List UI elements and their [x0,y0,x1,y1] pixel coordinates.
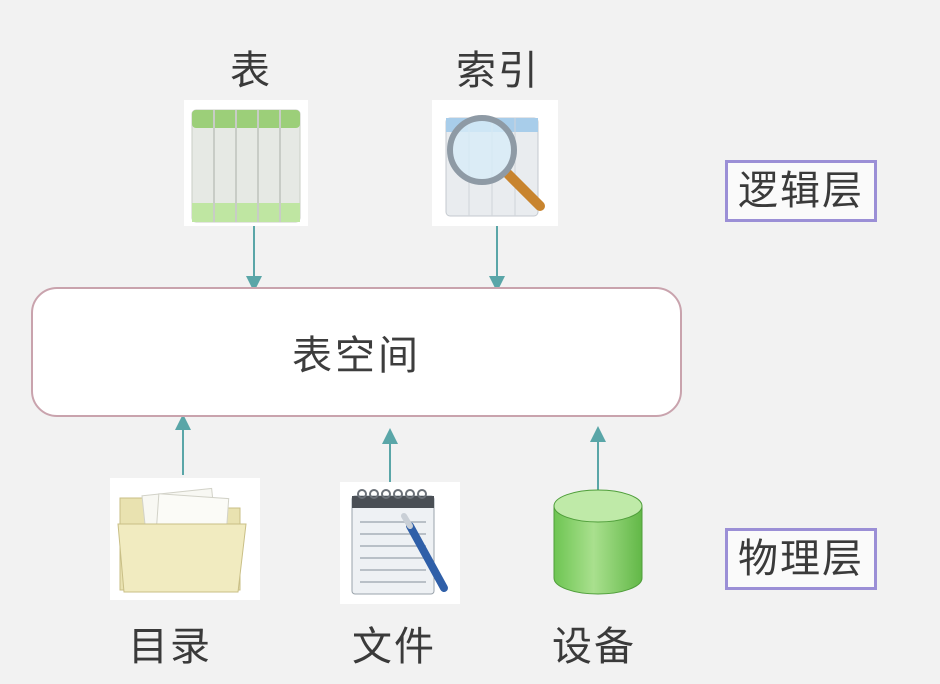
notepad-pen-icon [340,482,460,604]
file-label: 文件 [352,624,436,670]
device-label: 设备 [552,624,636,670]
table-label: 表 [230,48,272,94]
physical-layer-label: 物理层 [725,528,877,590]
logical-layer-label: 逻辑层 [725,160,877,222]
index-magnifier-icon [432,100,558,226]
tablespace-box: 表空间 [31,287,682,417]
tablespace-label: 表空间 [292,333,421,379]
directory-label: 目录 [128,624,212,670]
table-icon [184,100,308,226]
database-cylinder-icon [553,489,643,595]
folder-icon [110,478,260,600]
index-label: 索引 [456,48,540,94]
